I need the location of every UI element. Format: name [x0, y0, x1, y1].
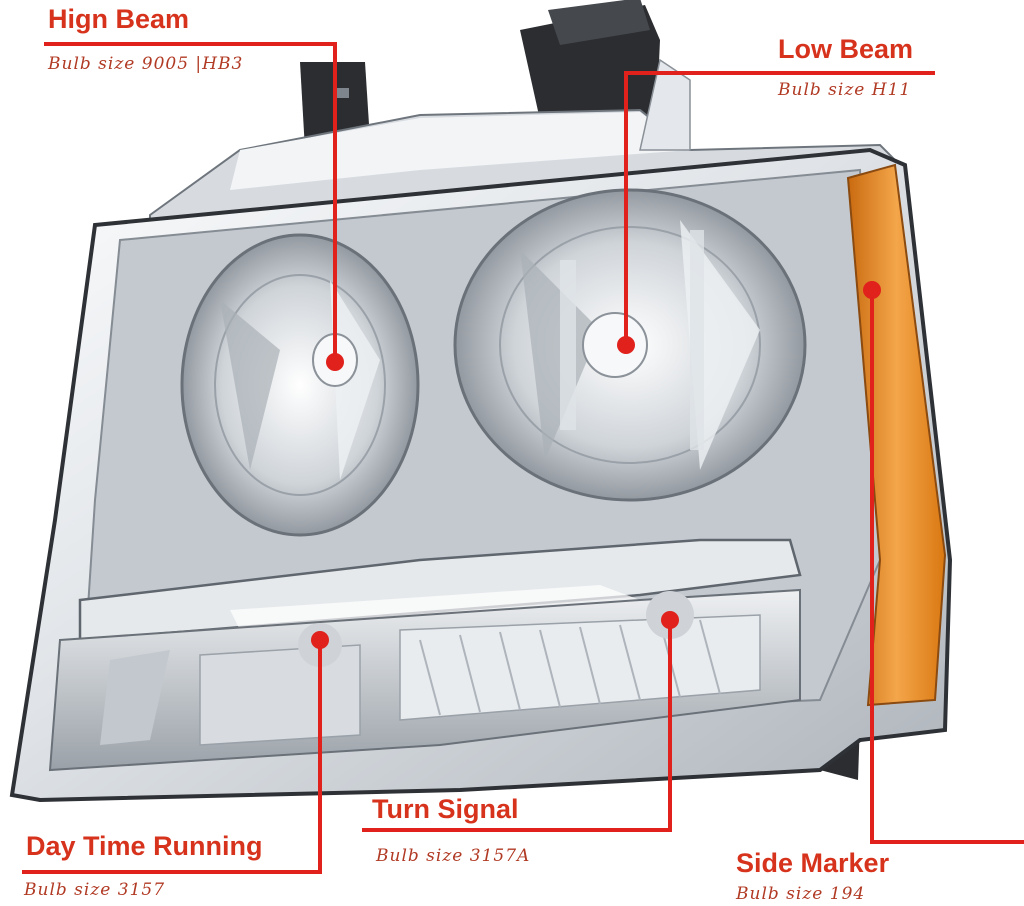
day-time-running-title: Day Time Running: [26, 831, 263, 861]
turn-signal-title: Turn Signal: [372, 794, 519, 824]
callout-markers: [311, 281, 881, 649]
low-beam-spec: Bulb size H11: [778, 80, 912, 100]
callout-lines: [22, 42, 1024, 874]
turn-signal-spec: Bulb size 3157A: [376, 846, 531, 866]
side-marker-title: Side Marker: [736, 848, 890, 878]
side-marker-spec: Bulb size 194: [736, 884, 866, 904]
high-beam-spec: Bulb size 9005 |HB3: [48, 54, 244, 74]
day-time-running-spec: Bulb size 3157: [24, 880, 166, 900]
high-beam-reflector: [180, 233, 420, 537]
low-beam-title: Low Beam: [778, 34, 914, 64]
high-beam-title: Hign Beam: [48, 4, 190, 34]
